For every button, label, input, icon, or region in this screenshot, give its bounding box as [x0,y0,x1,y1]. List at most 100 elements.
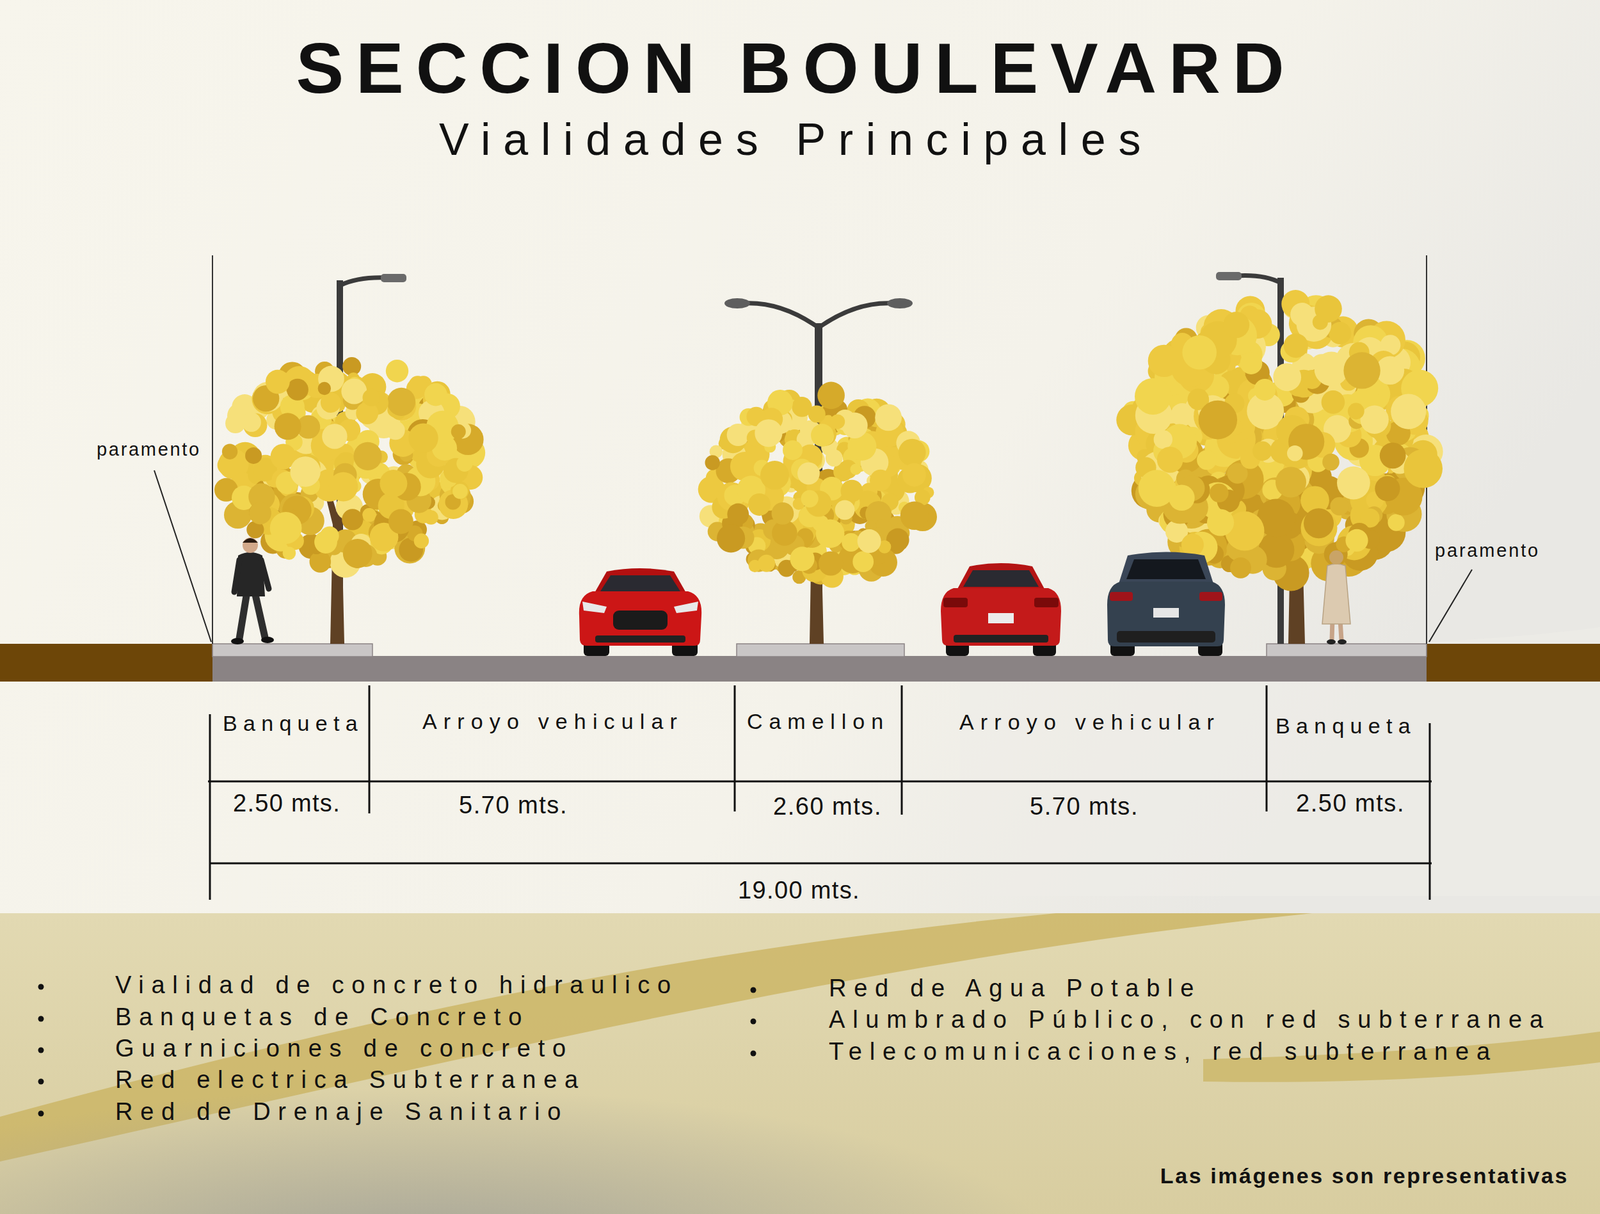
title: SECCION BOULEVARD [296,27,1297,111]
feature-item: Guarniciones de concreto [115,1034,574,1064]
crown-leaf [1252,440,1273,461]
crown-leaf [1379,442,1407,469]
crown-leaf [760,460,790,490]
callout-label: paramento [96,439,201,461]
crown-leaf [1272,362,1302,392]
crown-leaf [754,419,783,447]
crown-leaf [1343,352,1380,389]
crown-leaf [869,469,892,492]
crown-leaf [898,439,927,467]
crown-leaf [1345,529,1368,552]
crown-leaf [314,530,338,554]
crown-leaf [1314,352,1350,387]
crown-leaf [782,440,803,461]
dimension-line [208,780,1432,783]
crown-leaf [388,509,414,535]
crown-leaf [385,359,409,383]
rear-window [1126,559,1206,580]
crown-leaf [1207,508,1234,536]
bullet [38,1047,45,1054]
taillight [1034,597,1059,608]
crown-leaf [289,456,320,487]
crown-leaf [353,442,383,471]
crown-leaf [1314,295,1343,323]
lamp-head [887,298,913,309]
crown-leaf [1275,467,1307,498]
lamp-arm [818,303,895,328]
crown-leaf [1390,394,1426,430]
crown-leaf [1230,557,1252,579]
bullet [750,987,757,994]
tree-crowns [214,289,1444,592]
suv-rear [1107,552,1225,657]
crown-leaf [274,412,302,440]
crown-leaf [379,469,408,498]
shoe [231,638,244,645]
crown-leaf [841,412,868,439]
crown-leaf [1198,400,1238,440]
rear-window [963,570,1039,587]
crown-leaf [1360,405,1389,434]
bullet [38,1016,45,1023]
crown-leaf [900,501,930,531]
plate [988,613,1014,624]
crown-leaf [852,551,874,573]
feature-item: Vialidad de concreto hidraulico [115,971,679,1000]
crown-leaf [1181,533,1204,557]
callout-label: paramento [1434,540,1540,562]
car-rear [940,563,1062,656]
grille [613,610,668,630]
crown-leaf [840,480,864,503]
bullet [750,1050,757,1057]
dimension-tick [901,685,904,815]
bumper [1116,631,1216,643]
crown-leaf [1168,485,1195,512]
bullets [38,984,757,1117]
taillight [1109,592,1133,601]
crown-leaf [1196,449,1217,470]
crown-leaf [716,524,745,553]
windshield [600,575,681,592]
crown-leaf [245,447,262,464]
crown-leaf [1303,508,1334,539]
road-slab [212,656,1427,682]
crown-leaf [1403,449,1443,489]
crown-leaf [1283,333,1309,358]
crown-leaf [1347,403,1365,420]
crown-leaf [1322,453,1340,472]
ground [1425,643,1600,682]
crown-leaf [265,369,290,395]
lamp-arm [1235,275,1281,283]
feature-item: Red de Drenaje Sanitario [115,1098,569,1127]
crown-leaf [408,375,427,394]
crown-leaf [341,508,363,530]
pedestrian [231,537,274,645]
crown-leaf [874,404,902,432]
crown-leaf [757,554,776,573]
crown-leaf [321,423,347,449]
dimension-tick [368,685,371,814]
crown-leaf [816,519,845,549]
crown-leaf [1182,335,1217,370]
dimension-tick [209,714,212,900]
dimension-tick [1265,685,1268,812]
crown-leaf [727,503,749,526]
crown-leaf [1240,352,1263,375]
shoe [261,636,274,644]
crown-leaf [1134,378,1172,415]
crown-leaf [808,405,826,423]
zone-label: Arroyo vehicular [959,709,1221,735]
bullet [38,984,45,991]
dimension: 2.50 mts. [232,789,341,818]
dimension: 2.60 mts. [773,792,882,822]
dimension-lines [208,685,1432,900]
leg [254,592,265,638]
leg [239,592,248,639]
crown-leaf [818,551,843,576]
crown-leaf [456,455,473,472]
arm [261,560,269,589]
crown-leaf [825,449,843,467]
bullet [38,1079,45,1085]
crown-leaf [1328,321,1352,345]
sidewalk [1266,643,1427,657]
